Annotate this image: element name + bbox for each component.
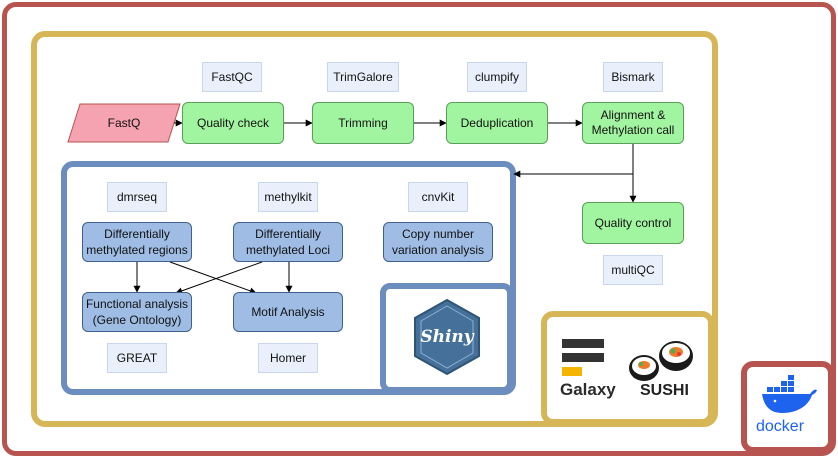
docker-whale-icon xyxy=(762,375,817,413)
tool-great: GREAT xyxy=(107,343,167,373)
dml-line2: methylated Loci xyxy=(245,243,331,257)
functional-line2: (Gene Ontology) xyxy=(92,313,182,327)
cnv-node: Copy number variation analysis xyxy=(383,222,493,262)
quality-control-node: Quality control xyxy=(582,202,684,244)
sushi-logo-text: SUSHI xyxy=(640,382,689,399)
galaxy-logo-text: Galaxy xyxy=(560,380,616,399)
cnv-line1: Copy number xyxy=(401,227,475,241)
tool-homer: Homer xyxy=(258,343,318,373)
dml-line1: Differentially xyxy=(255,227,321,241)
tool-bismark: Bismark xyxy=(603,62,663,92)
dml-node: Differentially methylated Loci xyxy=(233,222,343,262)
motif-analysis-node: Motif Analysis xyxy=(233,292,343,332)
tool-methylkit: methylkit xyxy=(258,182,318,212)
tool-fastqc: FastQC xyxy=(202,62,262,92)
shiny-logo: Shiny xyxy=(414,298,480,376)
tool-dmrseq: dmrseq xyxy=(107,182,167,212)
dmr-line2: methylated regions xyxy=(86,243,188,257)
sushi-logo-icon xyxy=(629,341,693,381)
arrow-dmr-motif xyxy=(169,261,257,295)
trimming-node: Trimming xyxy=(312,102,414,144)
functional-line1: Functional analysis xyxy=(85,297,189,311)
fastq-shape xyxy=(67,103,181,143)
arrow-dml-functional xyxy=(175,261,263,295)
docker-logo-text: docker xyxy=(756,418,805,435)
quality-check-node: Quality check xyxy=(182,102,284,144)
tool-trimgalore: TrimGalore xyxy=(327,62,399,92)
dmr-line1: Differentially xyxy=(104,227,170,241)
deduplication-node: Deduplication xyxy=(446,102,548,144)
tool-multiqc: multiQC xyxy=(603,255,663,285)
cnv-line2: variation analysis xyxy=(391,243,485,257)
galaxy-bar-2 xyxy=(562,353,604,362)
fastq-label: FastQ xyxy=(107,116,141,130)
alignment-node: Alignment & Methylation call xyxy=(582,102,684,144)
galaxy-bar-3 xyxy=(562,367,582,376)
alignment-line1: Alignment & xyxy=(600,108,666,122)
tool-cnvkit: cnvKit xyxy=(408,182,468,212)
dmr-node: Differentially methylated regions xyxy=(82,222,192,262)
galaxy-bar-1 xyxy=(562,339,604,348)
alignment-line2: Methylation call xyxy=(591,123,675,137)
tool-clumpify: clumpify xyxy=(467,62,527,92)
functional-analysis-node: Functional analysis (Gene Ontology) xyxy=(82,292,192,332)
shiny-logo-text: Shiny xyxy=(420,327,474,347)
